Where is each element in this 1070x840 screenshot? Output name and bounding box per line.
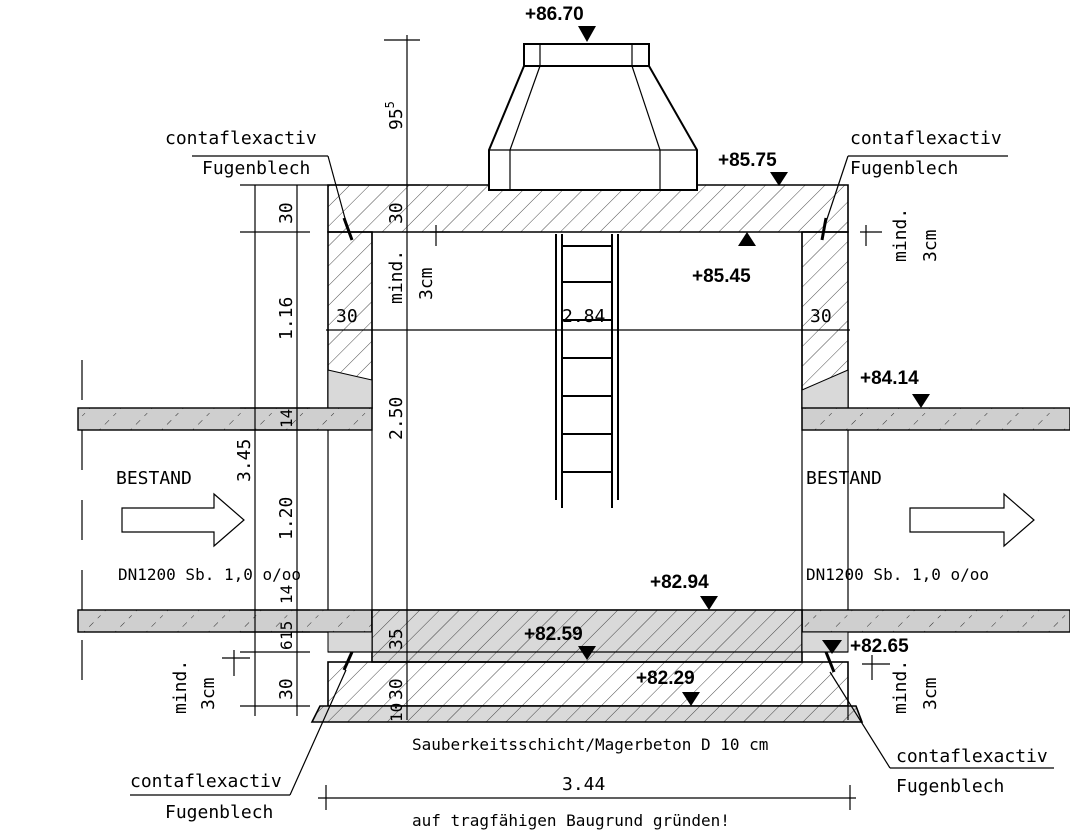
pipe-wall-top-left bbox=[77, 407, 373, 431]
joint-marker-top-right bbox=[820, 217, 828, 241]
elev-top-cover: +86.70 bbox=[525, 4, 584, 25]
label-contaflex-top-left: contaflexactiv bbox=[165, 128, 317, 149]
pipe-wall-bottom-left bbox=[77, 609, 373, 633]
dimension-lines bbox=[222, 35, 890, 810]
elev-marker-invert bbox=[700, 596, 718, 610]
elev-floor: +82.59 bbox=[524, 624, 583, 645]
label-pipe-right: DN1200 Sb. 1,0 o/oo bbox=[806, 565, 989, 584]
label-fugenblech-bottom-right: Fugenblech bbox=[896, 776, 1004, 797]
dim-total-height: 3.45 bbox=[234, 439, 255, 482]
dim-pipe-wall-bottom: 14 bbox=[277, 585, 296, 604]
label-contaflex-bottom-right: contaflexactiv bbox=[896, 746, 1048, 767]
dim-wall-right: 30 bbox=[810, 306, 832, 327]
label-mind-bottom-left: mind. bbox=[170, 660, 191, 714]
dim-blinding: 10 bbox=[387, 703, 406, 722]
label-bestand-right: BESTAND bbox=[806, 468, 882, 489]
dim-base-a: 6 bbox=[277, 640, 296, 650]
dim-base-inner: 35 bbox=[386, 628, 407, 650]
dim-top-slab-left: 30 bbox=[276, 202, 297, 224]
dim-upper-height: 1.16 bbox=[276, 297, 297, 340]
joint-marker-bottom-right bbox=[824, 651, 836, 673]
pipe-wall-bottom-right bbox=[801, 609, 1070, 633]
elev-marker-pipe-right bbox=[912, 394, 930, 408]
label-cm-bottom-right: 3cm bbox=[920, 677, 941, 710]
label-cm-right-top: 3cm bbox=[920, 229, 941, 262]
elev-base: +82.29 bbox=[636, 668, 695, 689]
ladder bbox=[555, 234, 619, 508]
dim-wall-left: 30 bbox=[336, 306, 358, 327]
label-foundation-note: auf tragfähigen Baugrund gründen! bbox=[412, 811, 730, 830]
dim-cone-height: 955 bbox=[383, 101, 407, 130]
dim-top-slab-center: 30 bbox=[386, 202, 407, 224]
label-mind-right-top: mind. bbox=[890, 208, 911, 262]
dim-pipe-wall-top: 14 bbox=[277, 409, 296, 428]
label-mind-top: mind. bbox=[386, 250, 407, 304]
label-bestand-left: BESTAND bbox=[116, 468, 192, 489]
dim-pipe-dn: 1.20 bbox=[276, 497, 297, 540]
elev-recess: +82.65 bbox=[850, 636, 909, 657]
dim-inner-width: 2.84 bbox=[562, 306, 605, 327]
label-mind-bottom-right: mind. bbox=[890, 660, 911, 714]
label-fugenblech-top-left: Fugenblech bbox=[202, 158, 310, 179]
elev-top-slab: +85.75 bbox=[718, 150, 777, 171]
elev-marker-floor bbox=[578, 646, 596, 660]
label-fugenblech-bottom-left: Fugenblech bbox=[165, 802, 273, 823]
elev-marker-ceiling bbox=[738, 232, 756, 246]
label-cm-bottom-left: 3cm bbox=[198, 677, 219, 710]
elev-pipe-right: +84.14 bbox=[860, 368, 919, 389]
top-slab bbox=[327, 184, 849, 233]
elev-ceiling: +85.45 bbox=[692, 266, 751, 287]
dim-base-slab-center: 30 bbox=[386, 678, 407, 700]
elev-marker-top-slab bbox=[770, 172, 788, 186]
leader-lines bbox=[130, 155, 1054, 796]
blinding-layer bbox=[310, 705, 864, 723]
elev-marker-top-cover bbox=[578, 26, 596, 42]
label-blinding-note: Sauberkeitsschicht/Magerbeton D 10 cm bbox=[412, 735, 768, 754]
elev-invert: +82.94 bbox=[650, 572, 709, 593]
joint-marker-bottom-left bbox=[342, 651, 354, 671]
dim-inner-height: 2.50 bbox=[386, 397, 407, 440]
elev-marker-base bbox=[682, 692, 700, 706]
dim-total-width: 3.44 bbox=[562, 774, 605, 795]
pipe-wall-top-right bbox=[801, 407, 1070, 431]
label-pipe-left: DN1200 Sb. 1,0 o/oo bbox=[118, 565, 301, 584]
flow-arrow-right bbox=[909, 492, 1035, 548]
elev-marker-recess bbox=[822, 640, 842, 654]
manhole-cone bbox=[488, 43, 698, 191]
flow-arrow-left bbox=[121, 492, 245, 548]
label-contaflex-bottom-left: contaflexactiv bbox=[130, 771, 282, 792]
label-contaflex-top-right: contaflexactiv bbox=[850, 128, 1002, 149]
dim-base-b: 15 bbox=[277, 621, 296, 640]
label-cm-top: 3cm bbox=[416, 267, 437, 300]
dim-base-slab: 30 bbox=[276, 678, 297, 700]
label-fugenblech-top-right: Fugenblech bbox=[850, 158, 958, 179]
